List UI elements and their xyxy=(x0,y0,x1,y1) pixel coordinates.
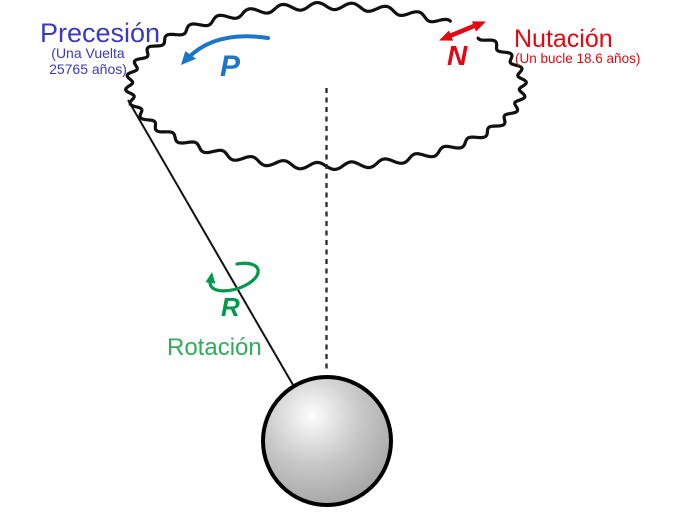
precession-ellipse xyxy=(124,1,528,171)
nutation-subtitle: (Un bucle 18.6 años) xyxy=(515,51,641,66)
nutation-arrowhead-lower-icon xyxy=(439,30,454,41)
precession-arrow xyxy=(185,34,270,61)
earth-sphere xyxy=(261,375,393,507)
precession-title: Precesión xyxy=(40,18,161,48)
precession-symbol-p: P xyxy=(220,50,241,83)
precession-arrowhead-icon xyxy=(181,51,197,65)
rotation-symbol-r: R xyxy=(221,292,240,322)
nutation-arrowhead-upper-icon xyxy=(471,21,486,32)
rotation-arrowhead-icon xyxy=(205,272,216,284)
precession-subtitle-line1: (Una Vuelta xyxy=(51,45,125,61)
rotation-axis-line xyxy=(127,99,301,398)
rotation-loop-arrow xyxy=(208,261,260,293)
nutation-arrow xyxy=(445,21,480,40)
rotation-title: Rotación xyxy=(167,334,262,361)
nutation-symbol-n: N xyxy=(447,40,468,71)
precession-subtitle-line2: 25765 años) xyxy=(49,61,127,77)
nutation-title: Nutación xyxy=(514,25,613,53)
